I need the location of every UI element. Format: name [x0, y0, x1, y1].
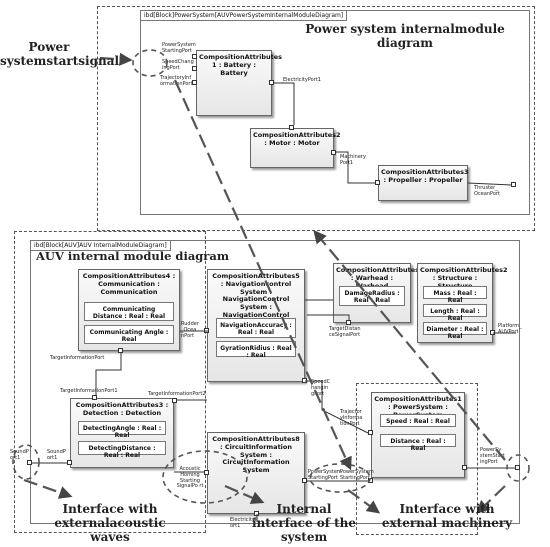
propeller-block-title: CompositionAttributes3 : Propeller : Pro… [381, 168, 469, 184]
auv-power-start-port-label: PowerSystem StartingPort [340, 469, 374, 481]
circuit-power-start-port-label: PowerSystem StartingPort [308, 469, 342, 481]
sound-port-inner[interactable] [67, 460, 72, 465]
inner-power-start-port[interactable] [462, 465, 467, 470]
internal-interface-arrow [224, 484, 265, 504]
speed-change-port[interactable] [192, 66, 197, 71]
sound-port-ellipse [12, 444, 40, 480]
internal-interface-annotation: Internal interface of the system [251, 502, 357, 544]
motor-electricity-port[interactable] [289, 125, 294, 130]
communicating-angle-attribute: Communicating Angle : Real [84, 325, 174, 344]
machinery-interface-arrow [476, 485, 506, 514]
diameter-attribute: Diameter : Real : Real [423, 322, 487, 340]
battery-motor-connector [274, 82, 295, 125]
target-info-port-label: TargetInformationPort [50, 355, 105, 361]
motor-block[interactable]: CompositionAttributes2 : Motor : Motor [250, 128, 341, 168]
motor-block-title: CompositionAttributes2 : Motor : Motor [253, 131, 341, 147]
auv-heading: AUV internal module diagram [36, 249, 229, 263]
circuit-block-title: CompositionAttributes8 : CircuitInformat… [212, 435, 300, 475]
mass-attribute: Mass : Real : Real [423, 286, 487, 304]
detecting-distance-attribute: DetectingDistance : Real : Real [78, 441, 166, 459]
motor-propeller-connector [336, 151, 375, 184]
long-power-link-arrow [173, 79, 352, 471]
sound-port-outer[interactable] [27, 460, 32, 465]
target-distance-port-label: TargetDistan ceSignalPort [329, 326, 361, 338]
communicating-distance-attribute: Communicating Distance : Real : Real [84, 302, 174, 321]
battery-block-title: CompositionAttributes 1 : Battery : Batt… [199, 53, 282, 77]
communication-block-title: CompositionAttributes4 : Communication :… [82, 272, 176, 296]
outer-power-start-port[interactable] [515, 465, 520, 470]
machinery-link-arrow [313, 229, 506, 461]
platform-auv-port-label: Platform_ AUVPort [498, 323, 522, 335]
speed-connector [305, 380, 369, 434]
auv-dashed-region [14, 231, 206, 533]
internal-interface-ellipse [162, 450, 248, 504]
outer-power-start-port-label: PowerSy stemStart ingPort [480, 447, 505, 465]
target-distance-connector [307, 314, 350, 320]
machinery-interface-dashed-region [356, 383, 478, 535]
acoustic-interface-annotation: Interface with externalacoustic waves [54, 502, 166, 544]
trajectory-info-port[interactable] [192, 80, 197, 85]
electricity-port-label: ElectricityPort1 [283, 77, 321, 83]
target-info-connector [95, 353, 122, 395]
target-info-port1[interactable] [92, 395, 97, 400]
acoustic-homing-port-label: Acoustic Homing Starting SignalPo rt [176, 466, 204, 490]
power-system-heading: Power system internalmodule diagram [305, 22, 505, 50]
propeller-block[interactable]: CompositionAttributes3 : Propeller : Pro… [378, 165, 469, 201]
machinery-interface-annotation: Interface with external machinery [381, 502, 513, 530]
sound-port-inner-label: SoundP ort1 [47, 449, 66, 461]
acoustic-interface-arrow [23, 478, 73, 499]
power-start-signal-annotation: Power systemstartsignal [0, 40, 120, 68]
outer-power-start-ellipse [506, 454, 530, 482]
speed-attribute: Speed : Real : Real [380, 414, 456, 427]
rudder-ocean-port-label: Rudder _Ocea nPort [181, 321, 199, 339]
target-info-port1-label: TargetInformationPort1 [60, 388, 118, 394]
circuit-power-start-port[interactable] [302, 478, 307, 483]
sound-port-outer-label: SoundP ort1 [10, 449, 29, 461]
circuit-electricity-port-label: ElectricityP ort1 [230, 517, 258, 529]
auv-frame-tab: ibd[Block[AUV]AUV InternalModuleDiagram] [31, 241, 171, 251]
distance-attribute: Distance : Real : Real [380, 434, 456, 452]
structure-block-title: CompositionAttributes2 : Structure : Str… [420, 266, 508, 289]
target-distance-port[interactable] [346, 320, 351, 325]
target-info-port2-label: TargetInformationPort2 [148, 391, 206, 397]
trajectory-information-port[interactable] [368, 430, 373, 435]
machinery-port-label: Machinery Port1 [340, 154, 366, 166]
power-start-ellipse-inner [309, 463, 371, 493]
length-attribute: Length : Real : Real [423, 304, 487, 322]
detecting-angle-attribute: DetectingAngle : Real : Real [78, 421, 166, 439]
power-start-ellipse [132, 49, 168, 77]
detection-block-title: CompositionAttributes3 : Detection : Det… [75, 401, 169, 417]
power-start-port-label: PowerSystem StartingPort [162, 42, 196, 54]
thruster-ocean-port-label: Thruster_ OceanPort [474, 185, 500, 197]
navigation-accuracy-attribute: NavigationAccuracy : Real : Real [216, 318, 296, 338]
battery-electricity-port[interactable] [269, 80, 274, 85]
thruster-ocean-port[interactable] [511, 182, 516, 187]
acoustic-homing-port[interactable] [204, 470, 209, 475]
target-info-port[interactable] [118, 348, 123, 353]
power-system-frame-tab: ibd[Block]PowerSystem[AUVPowerSystemInte… [141, 11, 348, 21]
power-start-port[interactable] [192, 54, 197, 59]
gyration-radius-attribute: GyrationRidius : Real : Real [216, 341, 296, 359]
propeller-machinery-port[interactable] [375, 180, 380, 185]
target-info-port2[interactable] [172, 398, 177, 403]
power-start-arrow [99, 52, 133, 66]
motor-machinery-port[interactable] [331, 150, 336, 155]
machinery-interface-arrow2 [347, 489, 381, 514]
propeller-thruster-connector [467, 182, 512, 186]
warhead-block-title: CompositionAttributes7 : Warhead : Warhe… [336, 266, 424, 289]
speed-change-port-label: SpeedChang ingPort [162, 59, 194, 71]
